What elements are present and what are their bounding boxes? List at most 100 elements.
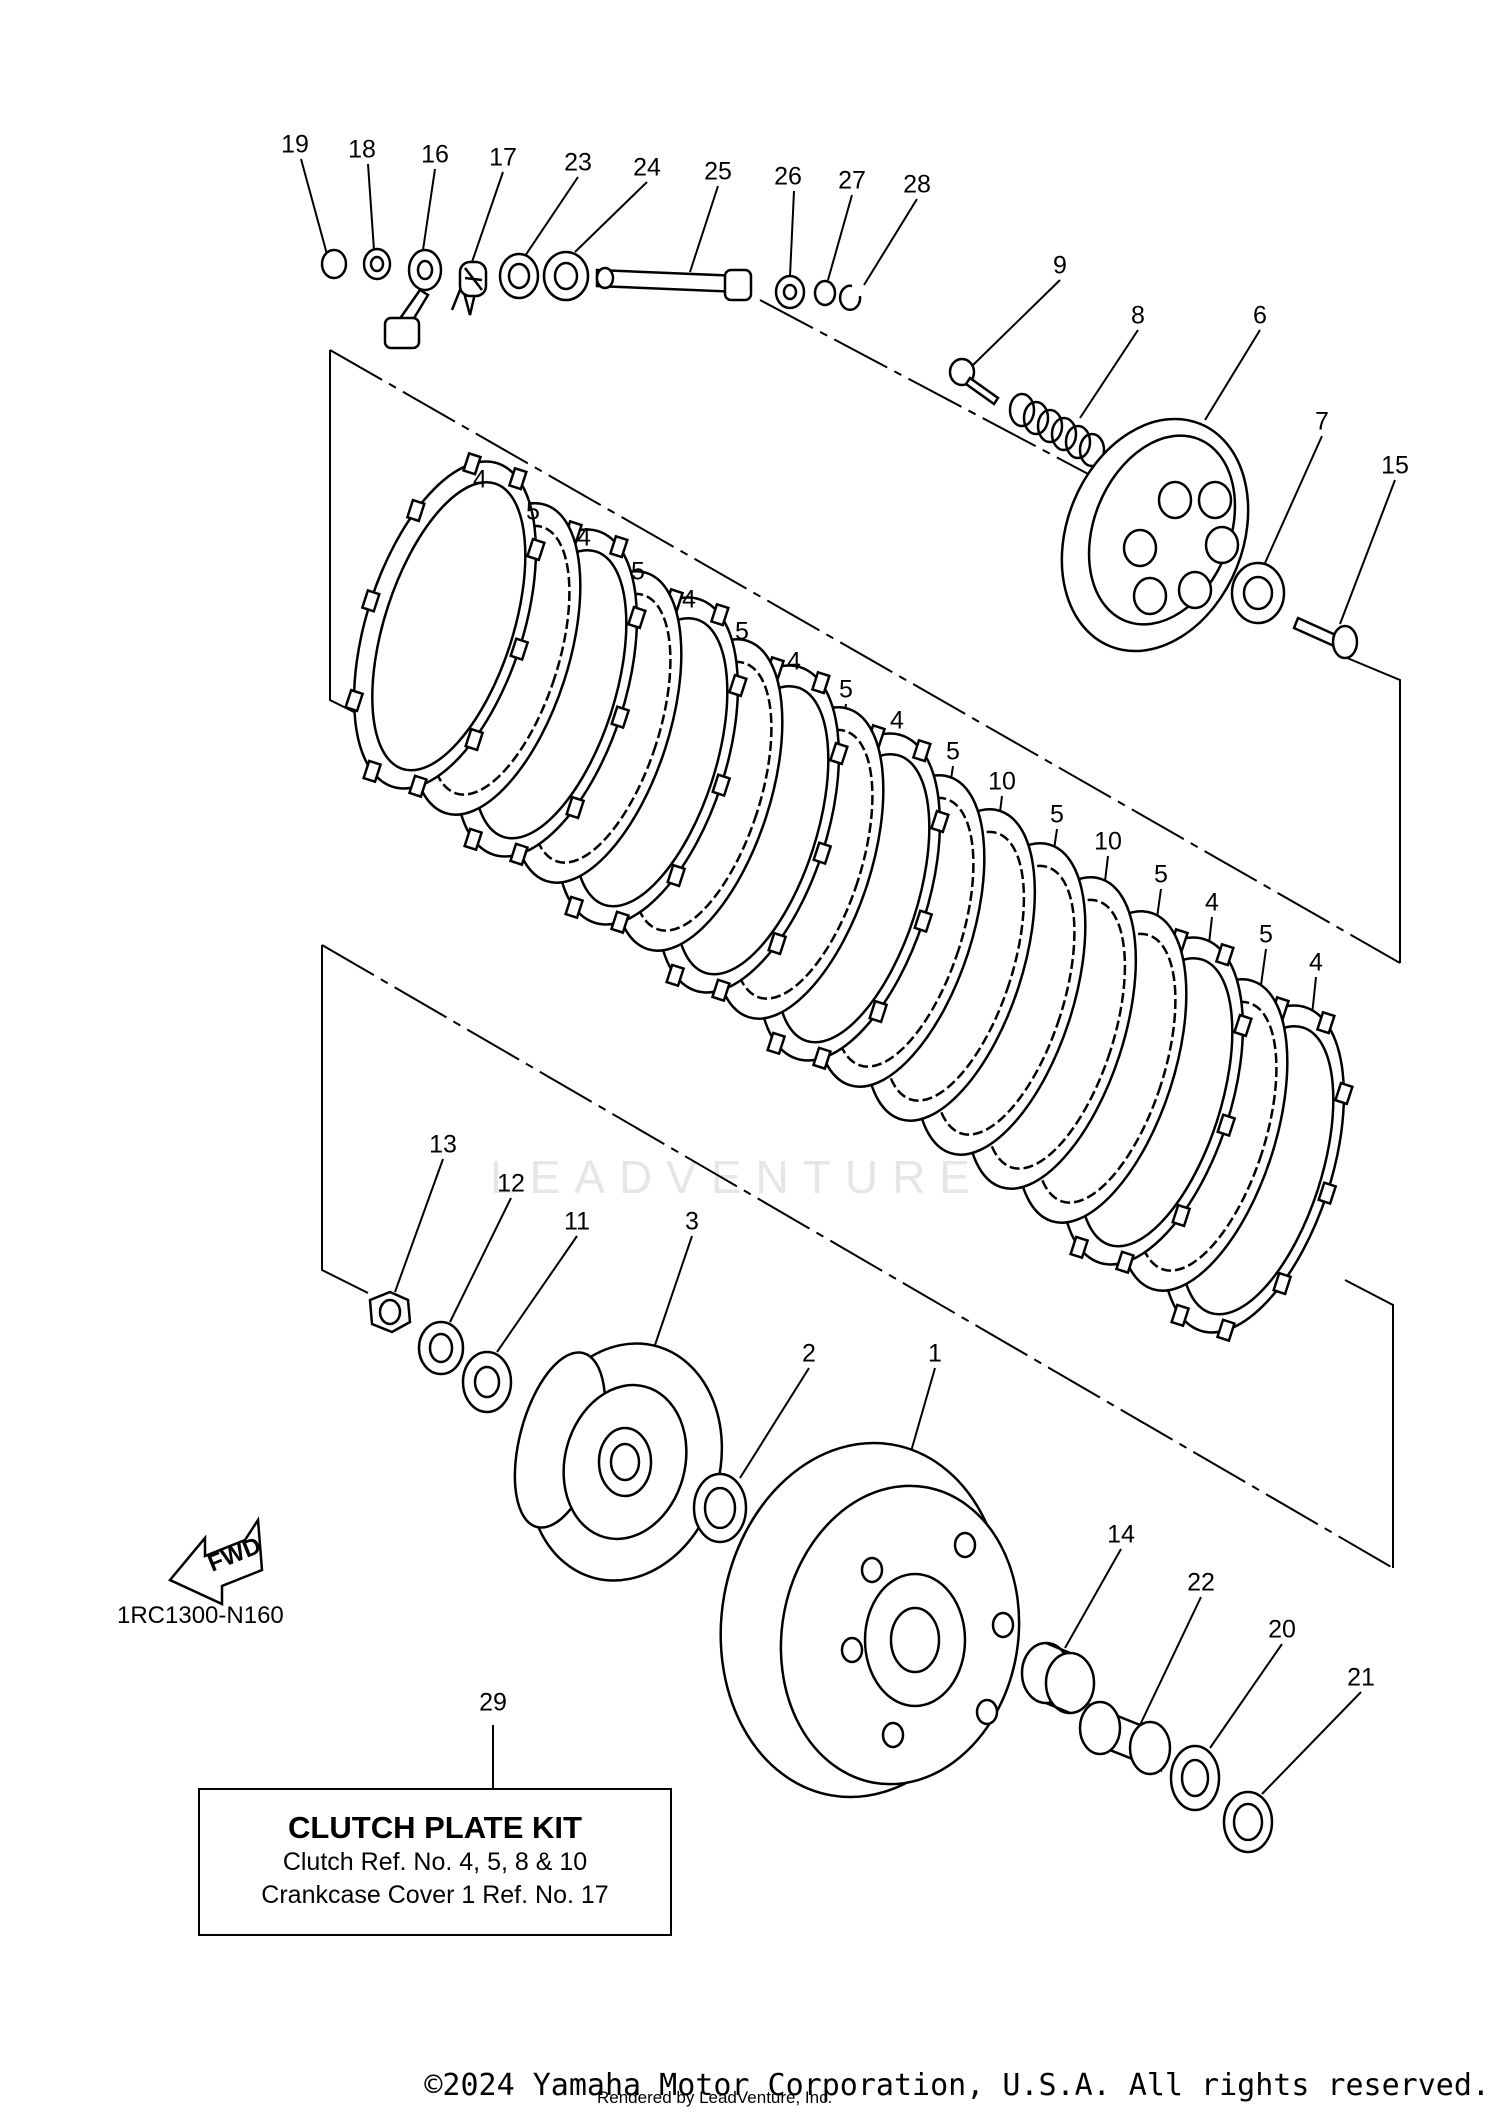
plate-tab (344, 688, 365, 713)
leader-23 (524, 176, 579, 257)
leader-27 (827, 194, 853, 281)
leader-28 (863, 198, 918, 286)
callout-16: 16 (421, 140, 449, 169)
callout-13: 13 (429, 1130, 457, 1159)
plate-tab (609, 910, 631, 935)
plate-tab (1272, 1271, 1293, 1296)
plate-tab (525, 537, 546, 562)
callout-4f: 4 (1205, 888, 1219, 917)
leader-12 (449, 1197, 512, 1323)
callout-22: 22 (1187, 1568, 1215, 1597)
assembly-boundary-lines (321, 299, 1401, 1569)
plate-tab (1216, 1113, 1237, 1138)
plate-tab (727, 673, 748, 698)
leader-15 (1339, 479, 1396, 625)
plate-tab (810, 670, 831, 695)
leader-2 (739, 1367, 810, 1479)
kit-title: CLUTCH PLATE KIT (288, 1810, 582, 1845)
callout-3: 3 (685, 1207, 699, 1236)
rendered-by-text: Rendered by LeadVenture, Inc. (597, 2088, 833, 2107)
clutch-plate-stack (344, 451, 1354, 1343)
callout-28: 28 (903, 170, 931, 199)
callout-17: 17 (489, 143, 517, 172)
callout-5b: 5 (631, 557, 645, 586)
leader-17 (471, 171, 504, 263)
callout-4c: 4 (682, 585, 696, 614)
leader-26 (789, 190, 795, 277)
callout-5d: 5 (839, 675, 853, 704)
plate-tab (1170, 1303, 1191, 1328)
diagram-code: 1RC1300-N160 (117, 1602, 284, 1629)
leader-3 (654, 1235, 693, 1346)
plate-tab (710, 978, 732, 1003)
callout-26: 26 (774, 162, 802, 191)
watermark-text: LEADVENTURE (490, 1151, 984, 1203)
plate-tab (709, 602, 730, 627)
leader-14 (1064, 1548, 1122, 1649)
plate-tab (711, 773, 732, 798)
leader-19 (300, 158, 329, 259)
callout-27: 27 (838, 166, 866, 195)
callout-4e: 4 (890, 706, 904, 735)
plate-tab (564, 895, 585, 920)
callout-6: 6 (1253, 301, 1267, 330)
callout-8: 8 (1131, 301, 1145, 330)
callout-4a: 4 (473, 465, 487, 494)
leader-20 (1209, 1643, 1283, 1749)
leader-8 (1079, 329, 1139, 419)
plate-tab (464, 727, 485, 752)
plate-tab (608, 534, 629, 559)
plate-tab (828, 741, 849, 766)
friction-plate (344, 451, 546, 799)
leader-7 (1264, 435, 1323, 564)
leader-24 (574, 181, 648, 253)
plate-tab (360, 588, 381, 613)
plate-tab (1333, 1081, 1354, 1106)
leader-13 (394, 1158, 444, 1293)
small-parts (320, 247, 1359, 660)
plate-tab (509, 637, 530, 662)
leader-25 (689, 185, 719, 273)
leader-1 (909, 1367, 936, 1456)
plate-tab (463, 827, 484, 852)
leader-22 (1139, 1596, 1202, 1726)
callout-5h: 5 (1259, 920, 1273, 949)
callout-4d: 4 (787, 647, 801, 676)
plate-tab (407, 774, 429, 799)
plate-tab (1317, 1181, 1338, 1206)
plate-tab (626, 605, 647, 630)
plate-tab (565, 795, 586, 820)
callout-5a: 5 (526, 497, 540, 526)
kit-line-crankcase: Crankcase Cover 1 Ref. No. 17 (261, 1881, 609, 1909)
leader-6 (1204, 329, 1261, 421)
hub-parts (368, 1290, 1274, 1854)
kit-line-clutch: Clutch Ref. No. 4, 5, 8 & 10 (282, 1848, 588, 1876)
callout-24: 24 (633, 153, 661, 182)
callout-11: 11 (564, 1207, 590, 1236)
plate-tab (405, 498, 426, 523)
callout-14: 14 (1107, 1520, 1135, 1549)
callout-21: 21 (1347, 1663, 1375, 1692)
callout-1: 1 (928, 1339, 942, 1368)
clutch-plate-kit-box: CLUTCH PLATE KIT Clutch Ref. No. 4, 5, 8… (198, 1788, 672, 1936)
leader-9 (971, 279, 1061, 367)
callout-5c: 5 (735, 617, 749, 646)
copyright-text: ©2024 Yamaha Motor Corporation, U.S.A. A… (424, 2068, 1490, 2103)
plate-tab (1315, 1010, 1336, 1035)
plate-tab (1214, 942, 1235, 967)
callout-10b: 10 (1094, 827, 1122, 856)
plate-tab (508, 842, 530, 867)
plate-tab (767, 931, 788, 956)
leader-16 (422, 168, 436, 251)
plate-tab (911, 738, 932, 763)
callout-7: 7 (1315, 407, 1329, 436)
callout-19: 19 (281, 130, 309, 159)
plate-tab (913, 909, 934, 934)
plate-tab (666, 863, 687, 888)
callout-18: 18 (348, 135, 376, 164)
plate-tab (1215, 1318, 1237, 1343)
callout-5f: 5 (1050, 800, 1064, 829)
callout-2: 2 (802, 1339, 816, 1368)
plate-tab (1069, 1235, 1090, 1260)
